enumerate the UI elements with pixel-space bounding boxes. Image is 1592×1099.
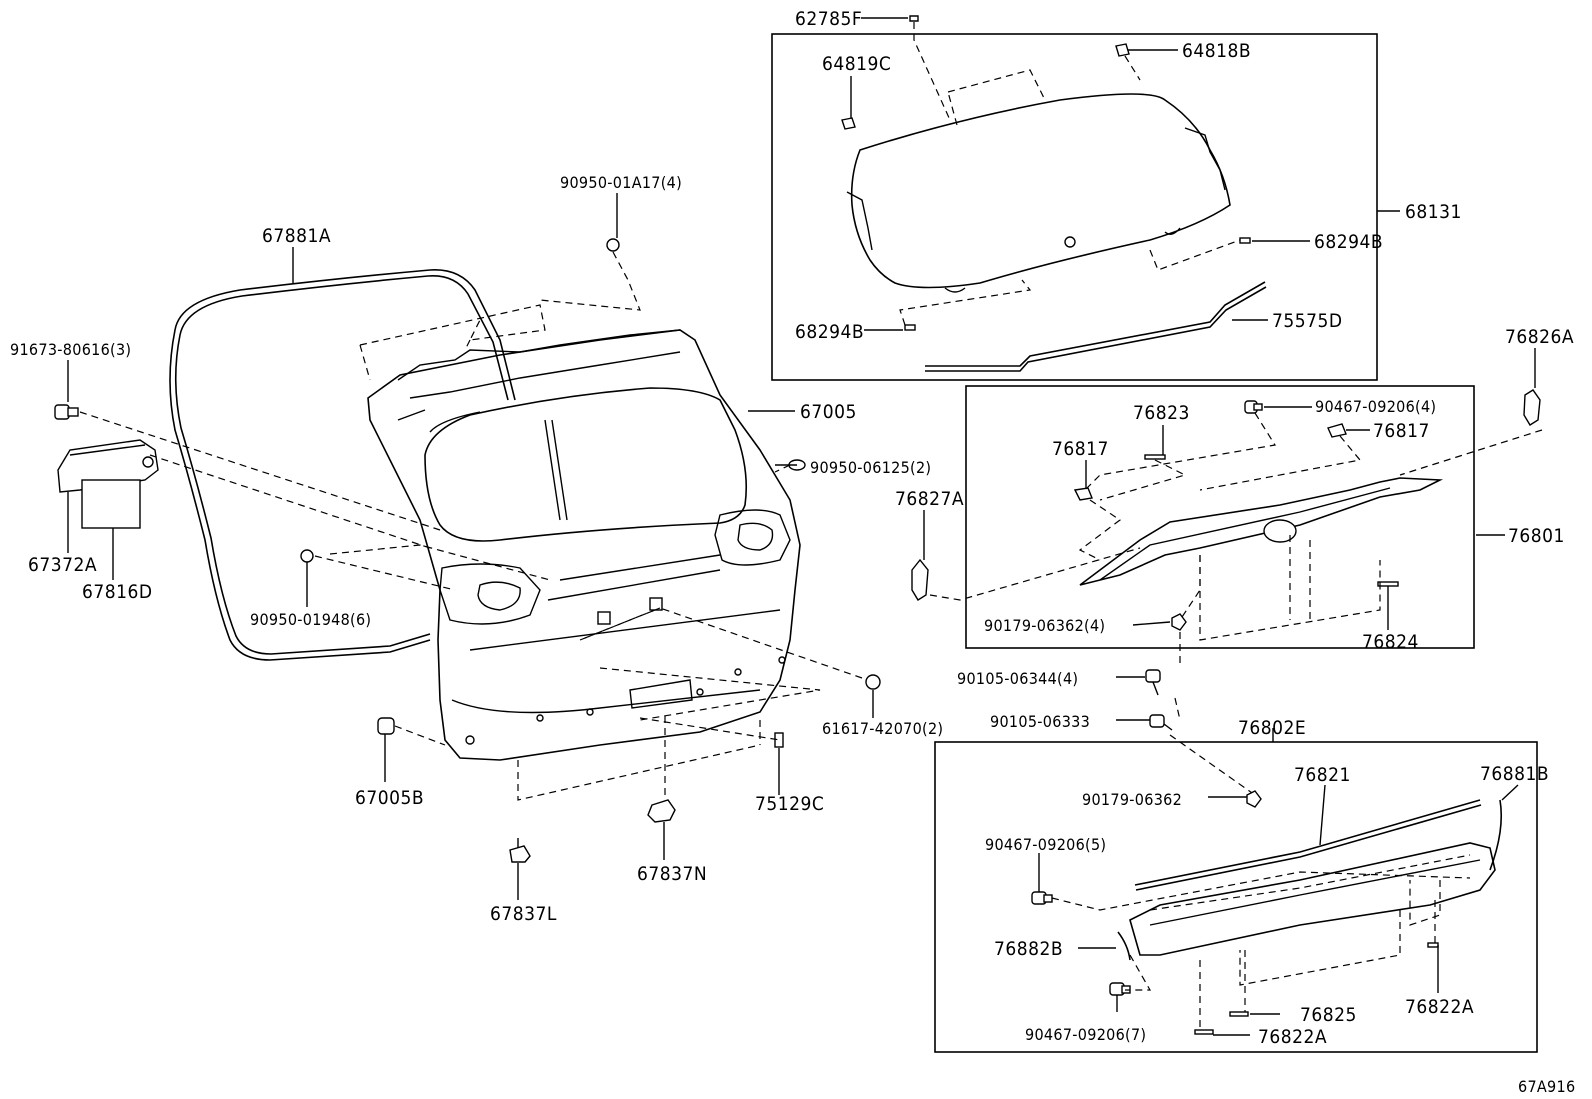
label-76817-left: 76817 [1052,438,1109,460]
label-90467-09206-4: 90467-09206(4) [1315,397,1436,416]
label-76824: 76824 [1362,631,1419,653]
label-76827A: 76827A [895,488,964,510]
label-67881A: 67881A [262,225,331,247]
label-64819C: 64819C [822,53,891,75]
pad-75129C [774,732,784,748]
label-67005: 67005 [800,401,857,423]
label-67372A: 67372A [28,554,97,576]
pad-76824 [1377,581,1399,587]
label-90467-09206-7: 90467-09206(7) [1025,1025,1146,1044]
molding-76881B [1489,799,1503,871]
label-61617-42070: 61617-42070(2) [822,719,943,738]
molding-75575D [925,281,1266,367]
label-76802E: 76802E [1238,717,1306,739]
pad-76822A-b [1194,1029,1214,1035]
nut-90950-01948 [300,549,314,563]
label-67005B: 67005B [355,787,424,809]
label-76821: 76821 [1294,764,1351,786]
label-91673-80616: 91673-80616(3) [10,340,131,359]
label-62785F: 62785F [795,8,862,30]
clip-76817-r [1327,423,1347,438]
label-90950-01948: 90950-01948(6) [250,610,371,629]
label-68294B-right: 68294B [1314,231,1383,253]
pad-76822A-r [1427,942,1439,948]
label-76881B: 76881B [1480,763,1549,785]
glass-group-box [771,33,1378,381]
label-90950-01A17: 90950-01A17(4) [560,173,682,192]
clip-67837N [647,799,676,823]
garnish-76801 [1079,477,1444,586]
label-75575D: 75575D [1272,310,1343,332]
hinge-67372A [57,439,159,493]
screw-90105-06344 [1145,669,1161,696]
label-64818B: 64818B [1182,40,1251,62]
nut-90179-06362 [1246,790,1262,808]
clip-90467-09206-5 [1031,891,1053,905]
nut-90179-06362-4 [1171,613,1187,631]
label-76823: 76823 [1133,402,1190,424]
label-90105-06333: 90105-06333 [990,712,1090,731]
label-76822A-bottom: 76822A [1258,1026,1327,1048]
diagram-reference: 67A916 [1518,1077,1575,1096]
back-door-glass [841,15,1251,331]
nut-90950-01A17 [606,238,620,252]
bolt-91673-80616 [54,404,79,420]
label-90467-09206-5: 90467-09206(5) [985,835,1106,854]
garnish-upper-group-box [965,385,1475,649]
label-90179-06362: 90179-06362 [1082,790,1182,809]
label-76817-right: 76817 [1373,420,1430,442]
back-door-panel [367,329,801,761]
garnish-76802E [1129,842,1496,956]
label-67837N: 67837N [637,863,707,885]
pad-67816D [81,479,141,529]
clip-61617-42070 [865,674,881,690]
label-68131: 68131 [1405,201,1462,223]
screw-90105-06333 [1149,714,1173,731]
weatherstrip-67881A [174,269,516,401]
clip-67837L [509,838,531,863]
clip-90467-09206-4 [1244,400,1263,414]
pad-76823 [1144,454,1166,460]
label-75129C: 75129C [755,793,824,815]
molding-76882B [1117,931,1131,961]
label-76882B: 76882B [994,938,1063,960]
pad-76825 [1229,1011,1249,1017]
label-90105-06344: 90105-06344(4) [957,669,1078,688]
label-76822A-right: 76822A [1405,996,1474,1018]
bumper-67005B [377,717,395,735]
label-76801: 76801 [1508,525,1565,547]
label-68294B-left: 68294B [795,321,864,343]
label-76825: 76825 [1300,1004,1357,1026]
bracket-76827A [911,558,929,601]
clip-90467-09206-7 [1109,982,1131,996]
label-90179-06362-4: 90179-06362(4) [984,616,1105,635]
molding-76821 [1134,799,1481,886]
bracket-76826A [1523,389,1541,426]
label-67837L: 67837L [490,903,557,925]
label-76826A: 76826A [1505,326,1574,348]
garnish-lower-group-box [934,741,1538,1053]
clip-76817-l [1073,487,1093,501]
label-67816D: 67816D [82,581,153,603]
label-90950-06125: 90950-06125(2) [810,458,931,477]
